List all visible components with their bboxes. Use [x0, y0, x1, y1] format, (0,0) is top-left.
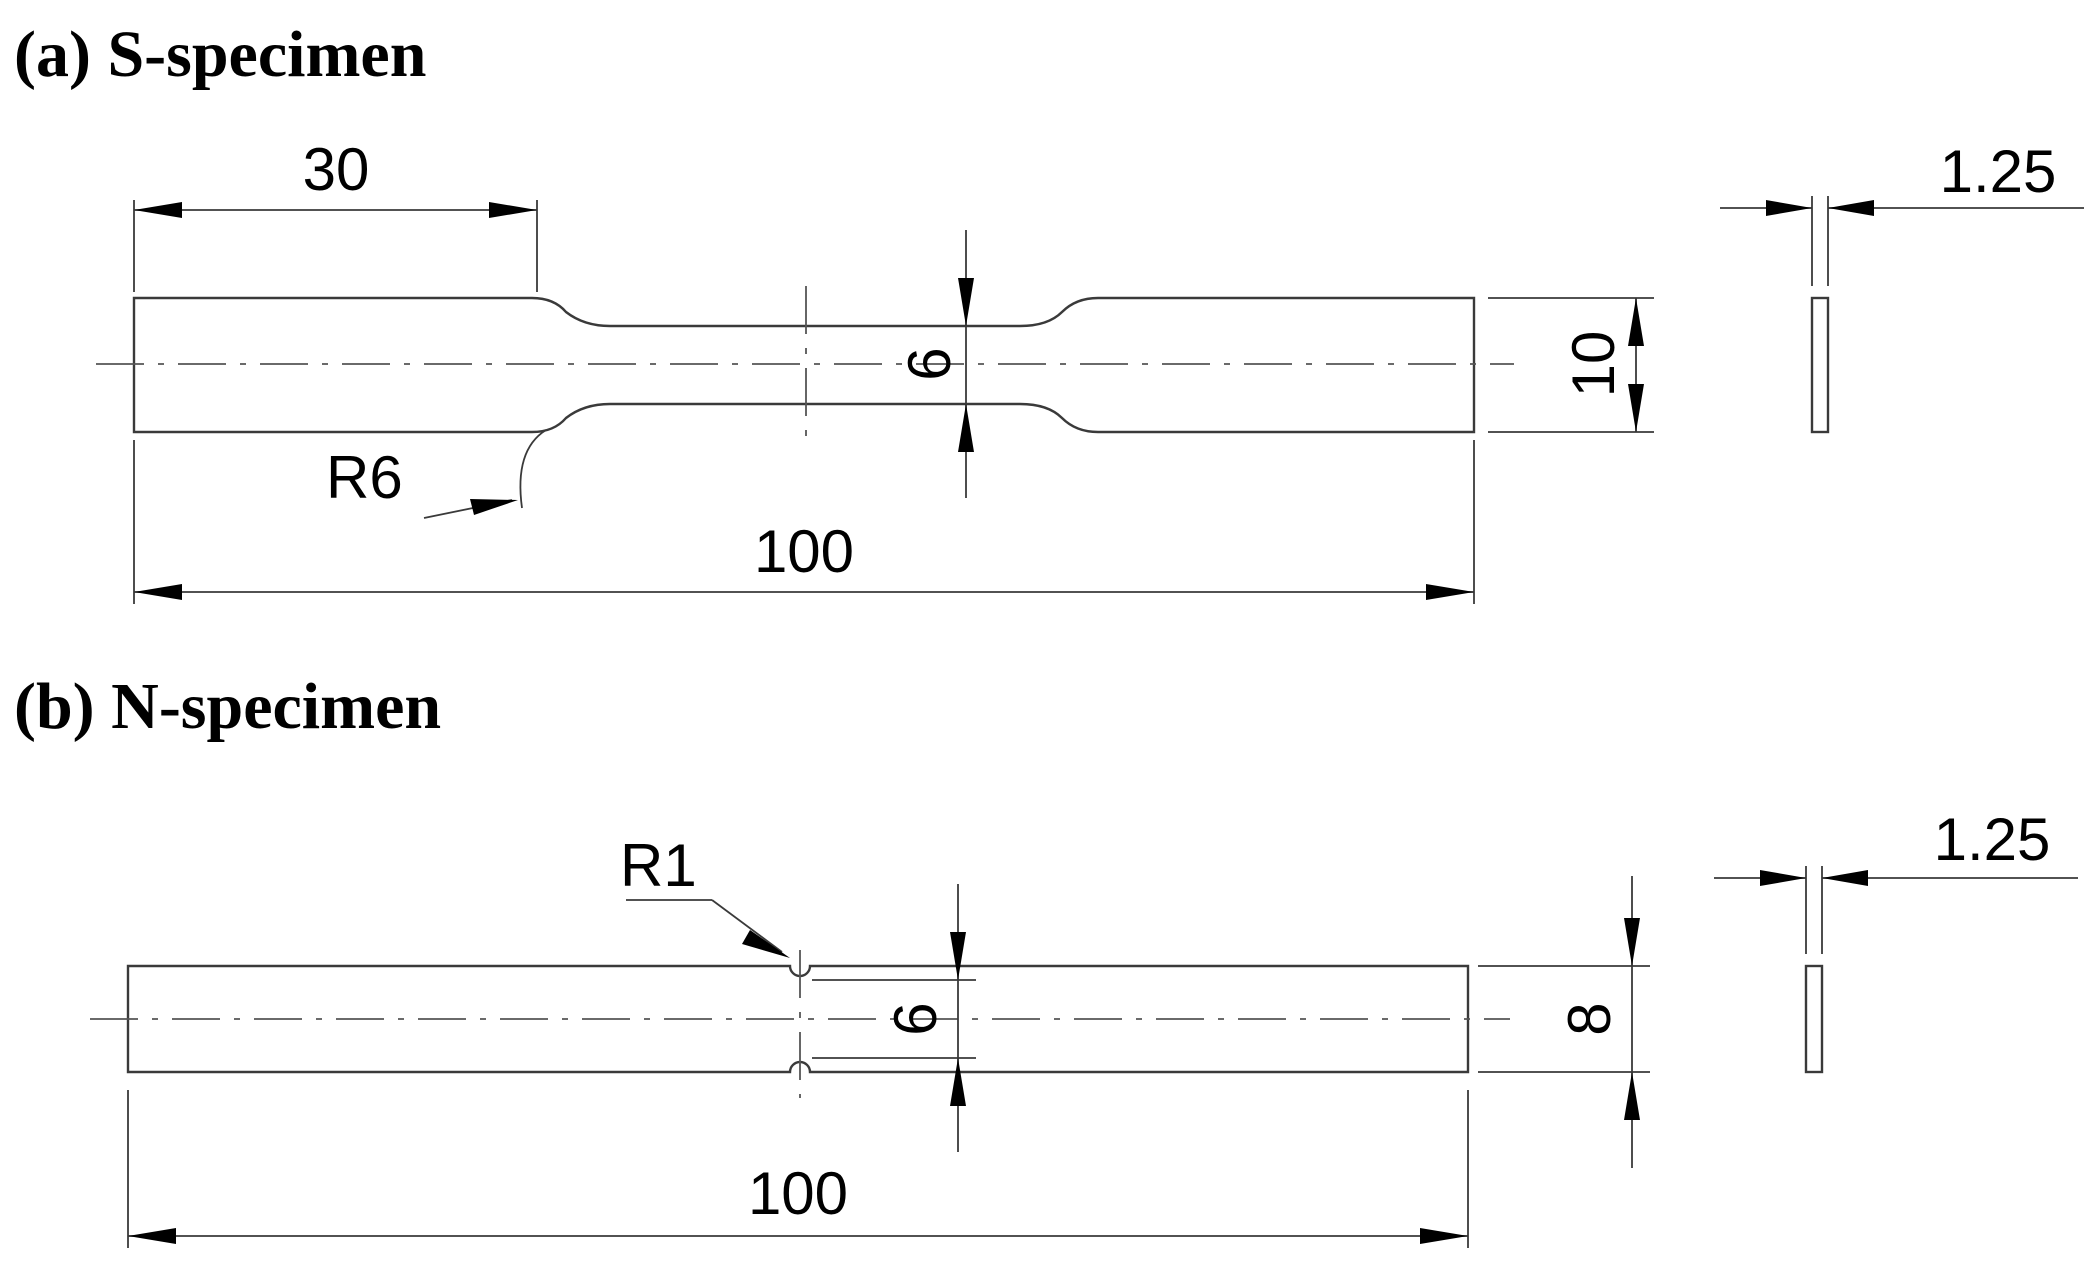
n-dim-overall-length: 100 — [127, 1090, 1469, 1248]
n-dim-net-width: 6 — [882, 884, 966, 1152]
s-dim-thickness-label: 1.25 — [1940, 138, 2057, 205]
n-notch-radius: R1 — [620, 832, 790, 958]
s-specimen-outline — [132, 296, 1476, 434]
s-dim-overall-length-label: 100 — [754, 518, 854, 585]
s-fillet-radius-label: R6 — [326, 444, 403, 511]
n-dim-overall-length-label: 100 — [748, 1160, 848, 1227]
panel-a-title: (a) S-specimen — [14, 18, 427, 91]
s-dim-gauge-width-label: 6 — [896, 347, 963, 380]
panel-b-title: (b) N-specimen — [14, 670, 442, 743]
n-dim-width: 8 — [1478, 876, 1650, 1168]
n-side-view: 1.25 — [1714, 806, 2078, 1074]
s-dim-grip-length: 30 — [133, 136, 538, 292]
s-dim-overall-length: 100 — [133, 440, 1475, 604]
n-specimen-outline — [126, 964, 1470, 1074]
s-dim-grip-width: 10 — [1488, 297, 1654, 433]
s-specimen-drawing: 30 100 R6 6 — [96, 136, 2084, 604]
n-dim-thickness-label: 1.25 — [1934, 806, 2051, 873]
s-fillet-radius: R6 — [326, 429, 547, 519]
n-dim-width-label: 8 — [1556, 1002, 1623, 1035]
s-side-view: 1.25 — [1720, 138, 2084, 434]
s-dim-gauge-width: 6 — [896, 230, 974, 498]
s-dim-grip-width-label: 10 — [1560, 331, 1627, 398]
s-dim-grip-length-label: 30 — [303, 136, 370, 203]
n-notch-radius-label: R1 — [620, 832, 697, 899]
n-specimen-drawing: R1 6 8 100 — [90, 806, 2078, 1248]
n-dim-net-width-label: 6 — [882, 1002, 949, 1035]
